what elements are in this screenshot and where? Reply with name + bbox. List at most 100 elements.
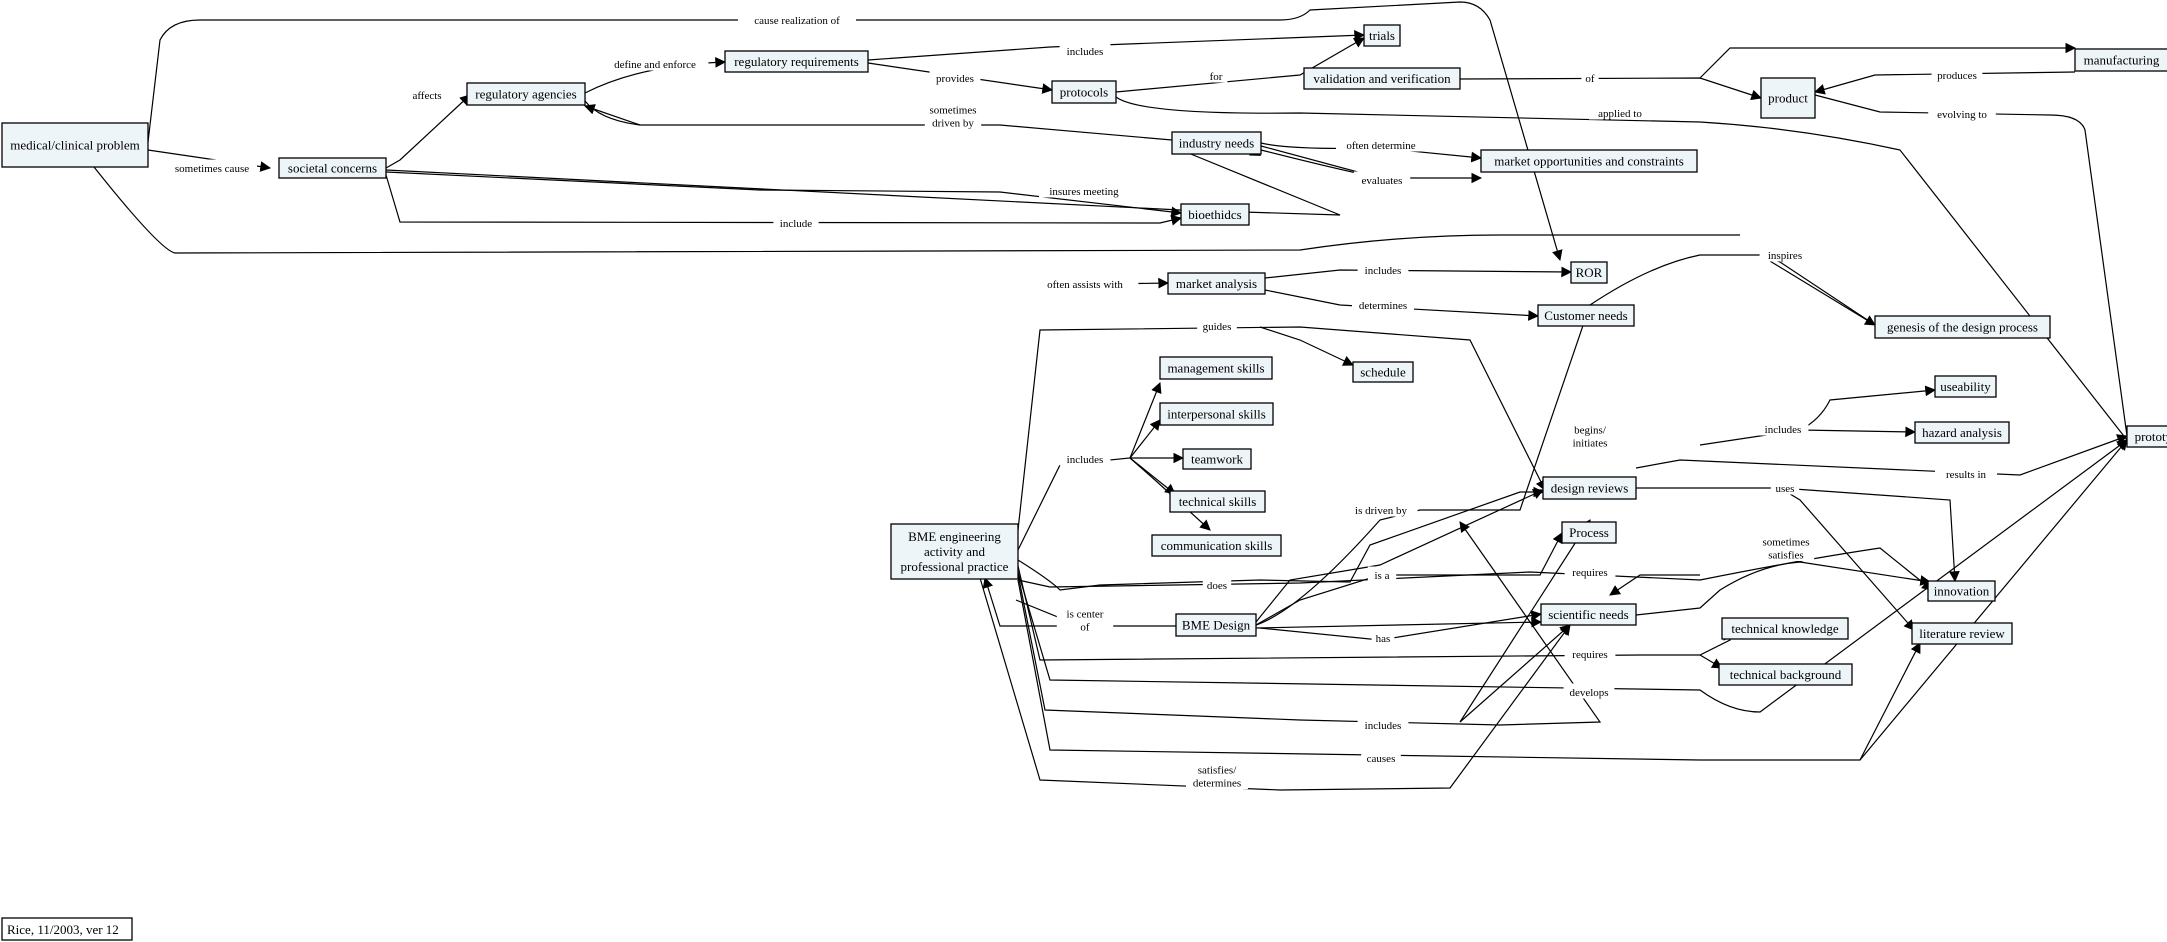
concept-node-label: schedule [1360, 365, 1406, 380]
edge-label-uses: uses [1770, 479, 1800, 495]
edge-label-text: driven by [932, 118, 974, 130]
concept-node-interpersonal: interpersonal skills [1159, 402, 1274, 426]
concept-node-sciencen: scientific needs [1540, 603, 1637, 626]
edge-label-text: of [1080, 622, 1090, 634]
concept-node-label: Customer needs [1544, 308, 1627, 323]
edge-connector [1859, 642, 1921, 761]
concept-node-label: technical knowledge [1731, 621, 1838, 636]
concept-node-label: ROR [1576, 265, 1603, 280]
edge-connector [1115, 96, 2128, 441]
concept-node-process: Process [1561, 521, 1617, 544]
edge-label-requires1: requires [1564, 563, 1616, 579]
edge-label-text: includes [1365, 265, 1402, 277]
edge-connector [1635, 434, 2129, 476]
edge-label-includes-skills: includes [1059, 450, 1111, 466]
edge-label-applied: applied to [1589, 104, 1651, 120]
edge-label-text: satisfies [1768, 550, 1803, 562]
edge-label-text: initiates [1573, 438, 1608, 450]
edge-label-is-driven: is driven by [1344, 501, 1418, 517]
edge-label-text: guides [1203, 321, 1232, 333]
edge-label-text: insures meeting [1049, 186, 1119, 198]
concept-node-label: regulatory agencies [475, 87, 576, 102]
concept-node-innovation: innovation [1927, 580, 1996, 602]
concept-node-customer: Customer needs [1537, 304, 1635, 327]
edge-label-text: often determine [1346, 140, 1415, 152]
concept-node-litreview: literature review [1911, 622, 2013, 645]
edge-connector [1459, 624, 1571, 723]
edge-connector [93, 166, 1740, 254]
concept-node-label: literature review [1919, 626, 2005, 641]
concept-node-prototype: prototype [2126, 425, 2167, 448]
edge-label-text: includes [1765, 424, 1802, 436]
edge-label-text: is center [1067, 609, 1104, 621]
concept-node-label: market opportunities and constraints [1494, 154, 1684, 169]
edge-connector [1264, 266, 1573, 279]
edge-connector [1259, 326, 1354, 366]
edge-label-text: includes [1067, 454, 1104, 466]
edge-label-text: satisfies/ [1198, 765, 1237, 777]
concept-node-label: market analysis [1176, 276, 1257, 291]
edge-label-requires2: requires [1564, 645, 1616, 661]
concept-node-label: technical background [1730, 667, 1842, 682]
edge-label-text: includes [1067, 46, 1104, 58]
edge-label-text: determines [1193, 778, 1241, 790]
concept-node-label: product [1768, 91, 1808, 106]
concept-node-teamwork: teamwork [1182, 448, 1252, 470]
edge-connector [584, 100, 1173, 141]
edge-connector [1636, 487, 1960, 583]
concept-node-label: technical skills [1179, 494, 1257, 509]
edge-label-evolving: evolving to [1928, 105, 1996, 121]
concept-node-label: trials [1369, 28, 1395, 43]
edge-label-text: does [1207, 580, 1227, 592]
edge-label-text: determines [1359, 300, 1407, 312]
version-footer: Rice, 11/2003, ver 12 [1, 917, 133, 941]
edge-label-evaluates: evaluates [1353, 171, 1411, 187]
edge-label-insures: insures meeting [1039, 182, 1129, 198]
edge-label-provides: provides [929, 69, 981, 85]
concept-node-medical: medical/clinical problem [1, 122, 149, 168]
edge-connector [1115, 37, 1365, 93]
edge-label-text: for [1210, 71, 1223, 83]
version-text: Rice, 11/2003, ver 12 [7, 922, 119, 937]
edge-label-text: cause realization of [754, 15, 840, 27]
concept-node-label: scientific needs [1548, 607, 1629, 622]
edge-label-causes: causes [1361, 749, 1401, 765]
edge-connector [1635, 561, 1932, 616]
edge-label-text: produces [1937, 70, 1977, 82]
edge-label-text: develops [1569, 687, 1608, 699]
edge-connector [1799, 426, 1917, 438]
concept-node-ror: ROR [1570, 261, 1608, 284]
concept-node-label: genesis of the design process [1887, 320, 2038, 335]
concept-node-label: prototype [2135, 429, 2167, 444]
edge-connector [1129, 419, 1161, 459]
concept-node-label: management skills [1167, 361, 1264, 376]
concept-node-bioethics: bioethidcs [1180, 203, 1250, 226]
edge-connector [982, 576, 1080, 627]
edge-label-text: provides [936, 73, 974, 85]
edge-label-text: often assists with [1047, 279, 1123, 291]
concept-node-label: protocols [1060, 85, 1108, 100]
edge-label-include: include [773, 214, 819, 230]
concept-node-label: design reviews [1551, 481, 1629, 496]
edge-connector [1589, 254, 1876, 326]
edge-label-text: evaluates [1362, 175, 1403, 187]
edge-connector [1129, 457, 1211, 531]
edge-label-includes-trials: includes [1059, 42, 1111, 58]
concept-node-label: BME Design [1182, 618, 1251, 633]
edge-label-text: includes [1365, 720, 1402, 732]
edge-label-includes-use: includes [1757, 420, 1809, 436]
edge-label-text: inspires [1768, 250, 1802, 262]
concept-node-regagencies: regulatory agencies [466, 82, 586, 106]
edge-connector [1699, 42, 2077, 79]
edge-label-text: has [1376, 633, 1391, 645]
concept-node-label: innovation [1934, 584, 1990, 599]
edge-label-includes-proc: includes [1357, 716, 1409, 732]
edge-label-sometimes-cause: sometimes cause [167, 159, 257, 175]
edge-label-text: define and enforce [614, 59, 696, 71]
edge-label-is-a: is a [1367, 566, 1397, 582]
concept-node-techskills: technical skills [1169, 490, 1266, 513]
